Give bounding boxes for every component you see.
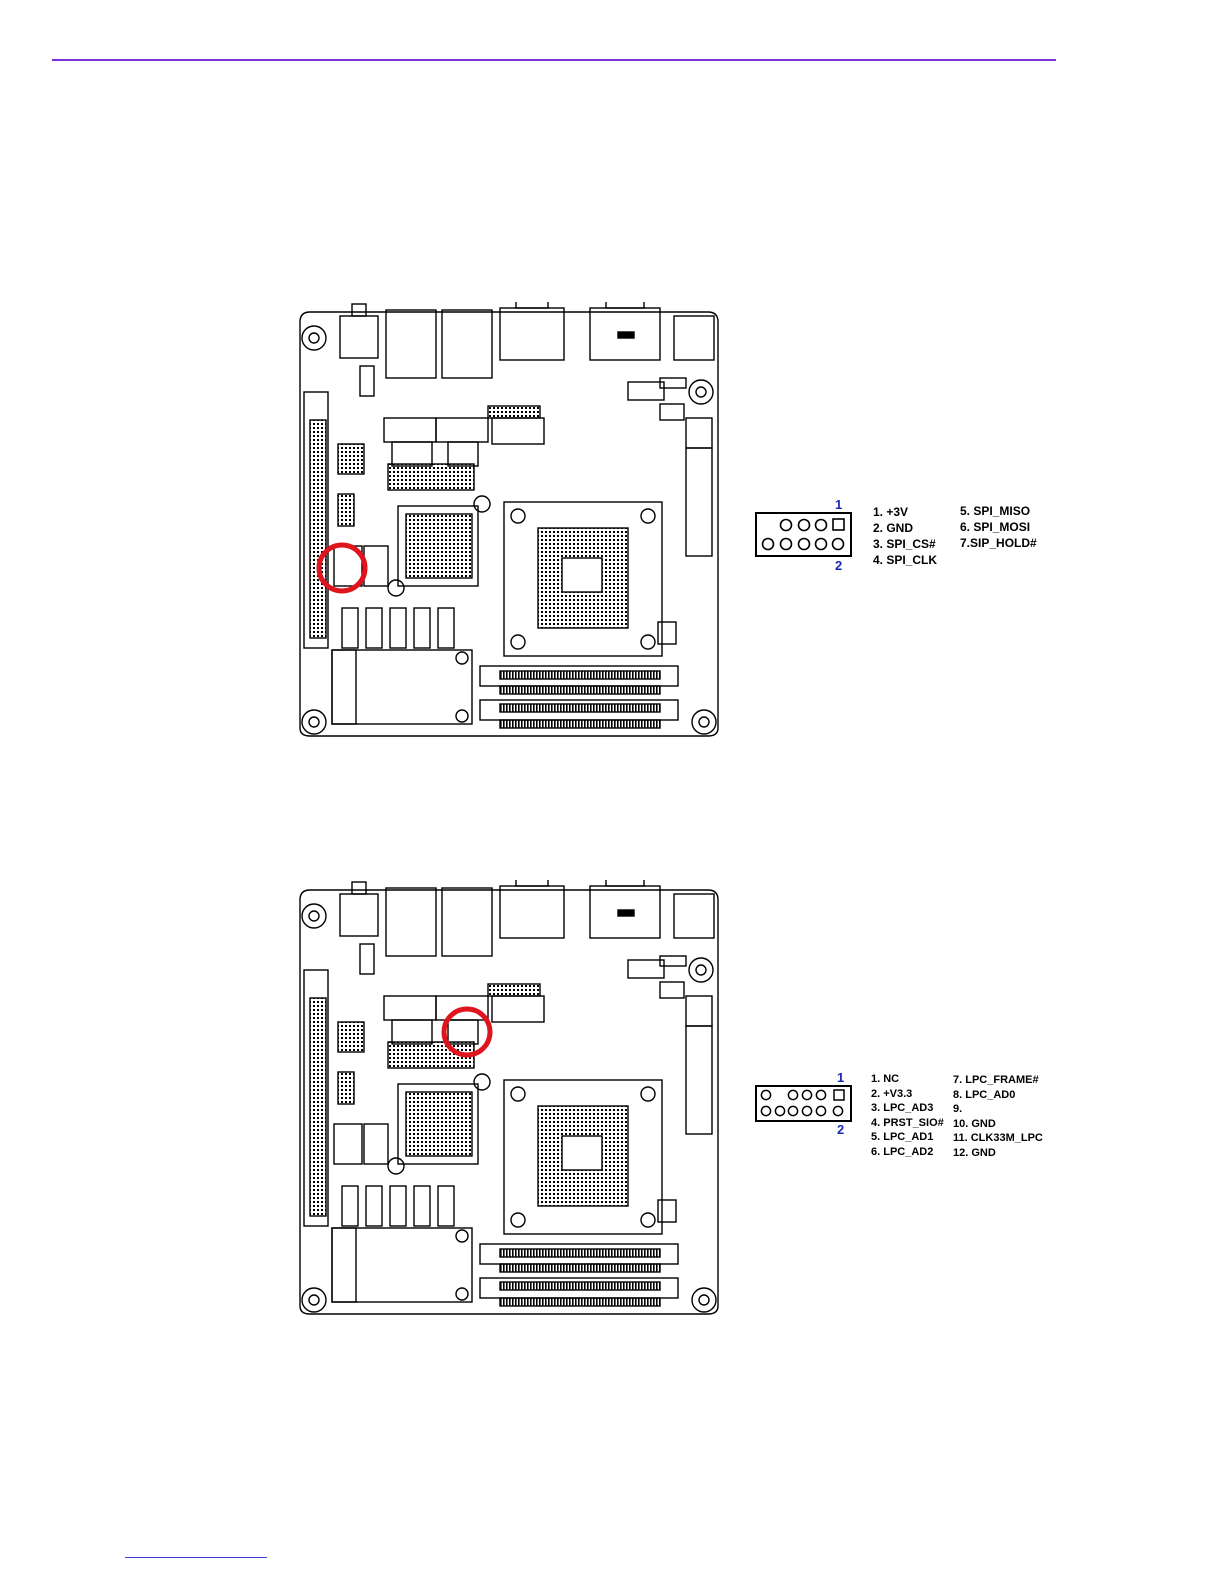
pin-2-label: 2 [835, 558, 842, 573]
footer-rule [125, 1557, 267, 1558]
pin-desc: 5. SPI_MISO [960, 503, 1037, 519]
pin-desc: 12. GND [953, 1146, 1043, 1161]
pin-2-label: 2 [837, 1122, 844, 1137]
pin-desc: 3. SPI_CS# [873, 536, 937, 552]
pin-1-label: 1 [835, 497, 842, 512]
pin-desc: 1. NC [871, 1072, 944, 1087]
pin-desc: 4. PRST_SIO# [871, 1116, 944, 1131]
motherboard-diagram-spi [296, 302, 724, 744]
lpc-pin-diagram [754, 1084, 854, 1124]
pin-desc: 6. SPI_MOSI [960, 519, 1037, 535]
pin-desc: 10. GND [953, 1117, 1043, 1132]
pin-desc: 1. +3V [873, 504, 937, 520]
pin-desc: 9. [953, 1102, 1043, 1117]
pin-desc: 11. CLK33M_LPC [953, 1131, 1043, 1146]
pin-desc: 3. LPC_AD3 [871, 1101, 944, 1116]
dimm-slots [480, 666, 678, 728]
pin-desc: 5. LPC_AD1 [871, 1130, 944, 1145]
pin-desc: 7. LPC_FRAME# [953, 1073, 1043, 1088]
header-rule [52, 59, 1056, 61]
pin-desc: 7.SIP_HOLD# [960, 535, 1037, 551]
pin-desc: 6. LPC_AD2 [871, 1145, 944, 1160]
pin-desc: 2. +V3.3 [871, 1087, 944, 1102]
dimm-slots [480, 1244, 678, 1306]
lpc-pin-list-left: 1. NC 2. +V3.3 3. LPC_AD3 4. PRST_SIO# 5… [871, 1072, 944, 1159]
lpc-pin-list-right: 7. LPC_FRAME# 8. LPC_AD0 9. 10. GND 11. … [953, 1073, 1043, 1160]
spi-pin-list-left: 1. +3V 2. GND 3. SPI_CS# 4. SPI_CLK [873, 504, 937, 568]
spi-pin-diagram [754, 511, 854, 559]
pin-1-label: 1 [837, 1070, 844, 1085]
pin-desc: 4. SPI_CLK [873, 552, 937, 568]
pin-desc: 2. GND [873, 520, 937, 536]
motherboard-diagram-lpc [296, 880, 724, 1322]
spi-pin-list-right: 5. SPI_MISO 6. SPI_MOSI 7.SIP_HOLD# [960, 503, 1037, 551]
pin-desc: 8. LPC_AD0 [953, 1088, 1043, 1103]
